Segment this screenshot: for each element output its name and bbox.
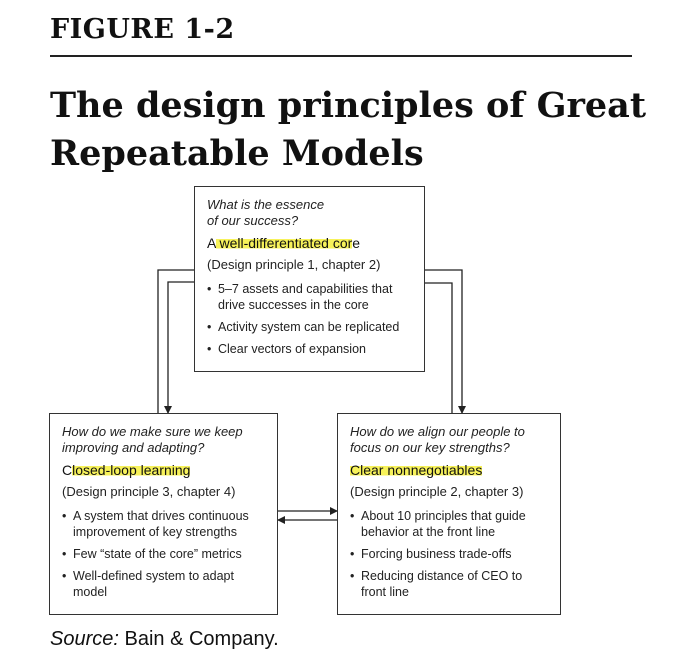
arrow-right-inner: [418, 279, 453, 413]
principle-reference: (Design principle 1, chapter 2): [207, 257, 381, 272]
highlight: losed-loop learning: [72, 462, 191, 478]
principle-box-nonnegotiables: How do we align our people to focus on o…: [337, 413, 561, 615]
list-item: Clear vectors of expansion: [207, 341, 412, 357]
source-note: Source: Bain & Company.: [50, 628, 279, 651]
principle-box-core: What is the essence of our success? A we…: [194, 186, 425, 372]
highlight: well-differentiated cor: [215, 235, 353, 251]
figure-label: FIGURE 1-2: [50, 14, 235, 45]
figure-title: The design principles of Great Repeatabl…: [50, 82, 650, 178]
bullet-list: A system that drives continuousimproveme…: [62, 508, 265, 600]
title-line: The design principles of Great: [50, 85, 647, 126]
question: How do we make sure we keep improving an…: [62, 424, 243, 455]
arrow-right-outer: [425, 269, 466, 414]
list-item: Forcing business trade-offs: [350, 546, 548, 562]
list-item: Few “state of the core” metrics: [62, 546, 265, 562]
title-line: Repeatable Models: [50, 133, 424, 174]
arrow-left-inner: [164, 281, 194, 414]
principle-reference: (Design principle 2, chapter 3): [350, 484, 524, 499]
divider: [50, 55, 632, 57]
principle-name: A well-differentiated core: [207, 235, 361, 251]
question: What is the essence of our success?: [207, 197, 325, 228]
list-item: Activity system can be replicated: [207, 319, 412, 335]
highlight: Clear nonnegotiables: [350, 462, 483, 478]
principle-reference: (Design principle 3, chapter 4): [62, 484, 236, 499]
arrow-left-outer: [157, 266, 201, 413]
principle-box-learning: How do we make sure we keep improving an…: [49, 413, 278, 615]
question: How do we align our people to focus on o…: [350, 424, 525, 455]
list-item: A system that drives continuousimproveme…: [62, 508, 265, 540]
source-text: Bain & Company.: [118, 628, 279, 650]
principle-name: Clear nonnegotiables: [348, 461, 484, 480]
source-label: Source:: [50, 628, 119, 650]
principle-name: Closed-loop learning: [62, 462, 191, 478]
